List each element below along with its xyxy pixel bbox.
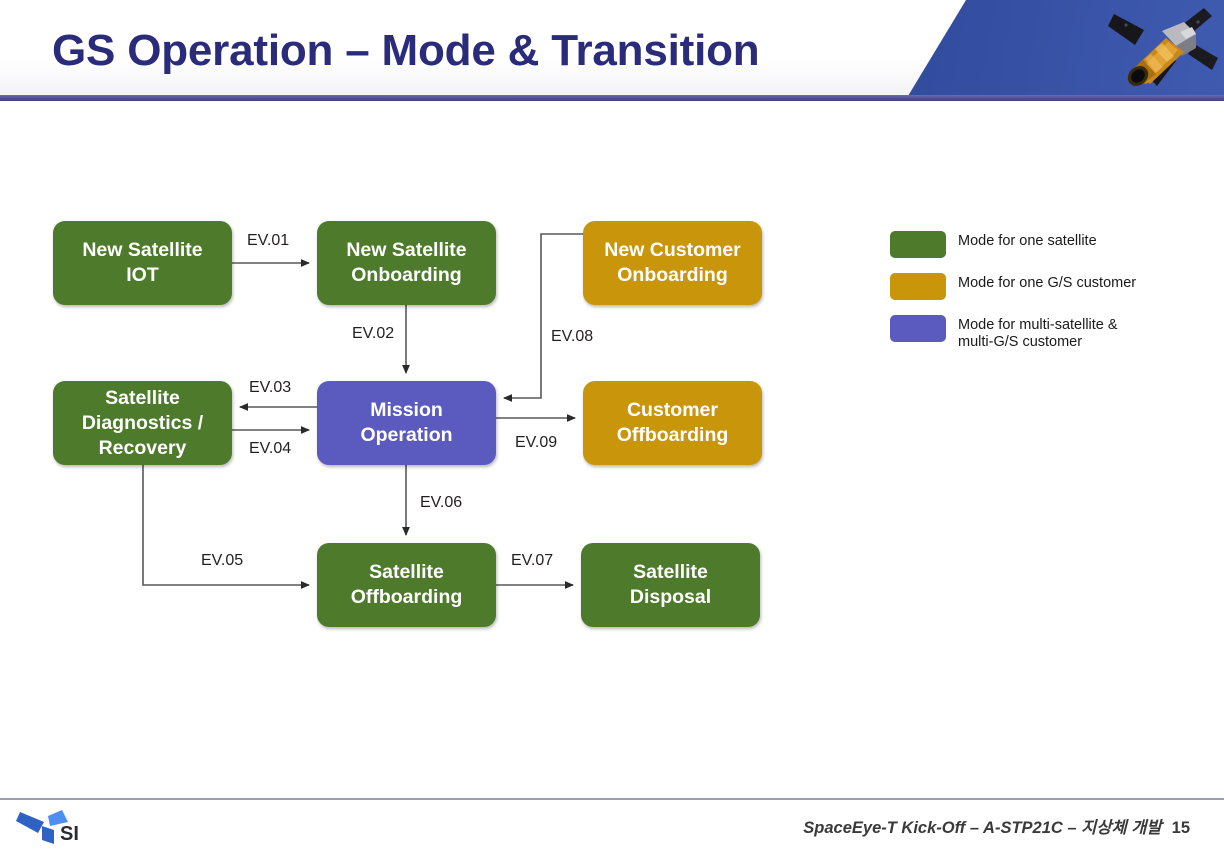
header-white-band xyxy=(0,0,966,96)
edge-label-ev01: EV.01 xyxy=(247,232,290,249)
node-new-customer-onboarding[interactable]: New Customer Onboarding xyxy=(583,221,762,305)
page-number: 15 xyxy=(1171,819,1190,837)
page-title: GS Operation – Mode & Transition xyxy=(52,26,760,75)
mode-transition-diagram: New Satellite IOT New Satellite Onboardi… xyxy=(0,100,1224,790)
legend-label-one-satellite: Mode for one satellite xyxy=(958,233,1097,249)
si-logo-text: SI xyxy=(60,823,79,845)
legend-item-one-satellite: Mode for one satellite xyxy=(890,230,1200,258)
node-mission-operation[interactable]: Mission Operation xyxy=(317,381,496,465)
node-satellite-diagnostics[interactable]: Satellite Diagnostics / Recovery xyxy=(53,381,232,465)
slide-header: GS Operation – Mode & Transition xyxy=(0,0,1224,96)
edge-label-ev07: EV.07 xyxy=(511,552,554,569)
edge-ev08 xyxy=(503,233,583,402)
satellite-icon xyxy=(1108,8,1218,86)
footer-label: SpaceEye-T Kick-Off – A-STP21C – 지상체 개발 xyxy=(803,819,1162,837)
node-satellite-offboarding[interactable]: Satellite Offboarding xyxy=(317,543,496,627)
edge-label-ev09: EV.09 xyxy=(515,434,558,451)
legend-label-one-gs-customer: Mode for one G/S customer xyxy=(958,275,1137,291)
edge-label-ev06: EV.06 xyxy=(420,494,463,511)
node-satellite-disposal[interactable]: Satellite Disposal xyxy=(581,543,760,627)
footer: SpaceEye-T Kick-Off – A-STP21C – 지상체 개발 1… xyxy=(803,814,1190,838)
node-customer-offboarding[interactable]: Customer Offboarding xyxy=(583,381,762,465)
legend: Mode for one satellite Mode for one G/S … xyxy=(890,230,1200,365)
legend-item-multi: Mode for multi-satellite & multi-G/S cus… xyxy=(890,314,1200,351)
node-new-satellite-iot[interactable]: New Satellite IOT xyxy=(53,221,232,305)
legend-item-one-gs-customer: Mode for one G/S customer xyxy=(890,272,1200,300)
legend-swatch-green xyxy=(890,231,946,258)
legend-swatch-gold xyxy=(890,273,946,300)
si-logo: SI xyxy=(16,810,79,845)
edge-label-ev08: EV.08 xyxy=(551,328,594,345)
edge-label-ev03: EV.03 xyxy=(249,379,292,396)
header-divider xyxy=(0,95,1224,101)
node-new-satellite-onboarding[interactable]: New Satellite Onboarding xyxy=(317,221,496,305)
edge-label-ev02: EV.02 xyxy=(352,325,395,342)
edge-label-ev04: EV.04 xyxy=(249,440,292,457)
footer-divider xyxy=(0,798,1224,800)
legend-swatch-purple xyxy=(890,315,946,342)
legend-label-multi: Mode for multi-satellite & multi-G/S cus… xyxy=(958,317,1118,350)
edge-label-ev05: EV.05 xyxy=(201,552,244,569)
